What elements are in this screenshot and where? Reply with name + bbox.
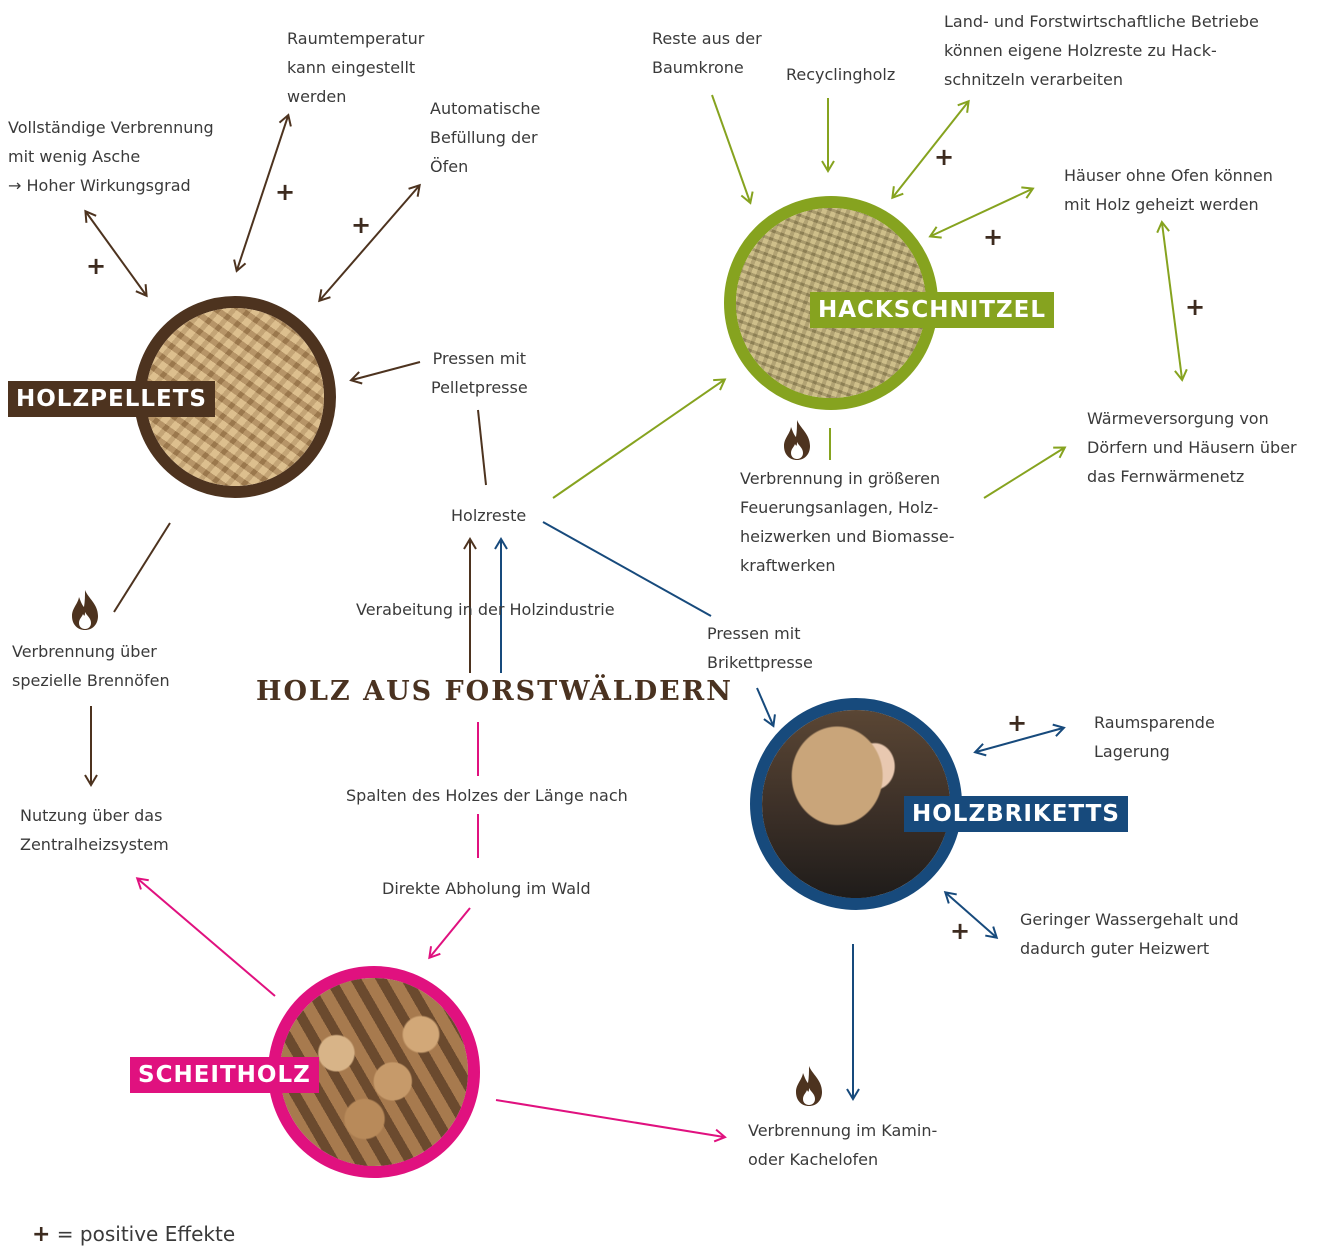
plus-vollstaendig: + [86, 252, 107, 280]
label-verarbeitung: Verabeitung in der Holzindustrie [356, 600, 615, 619]
label-land-forst: Land- und Forstwirtschaftliche Betriebe … [944, 12, 1259, 89]
label-verbrennung-groesser: Verbrennung in größeren Feuerungsanlagen… [740, 469, 955, 575]
plus-raumsparende: + [1007, 709, 1028, 737]
holzbriketts-badge: HOLZBRIKETTS [904, 796, 1128, 832]
label-reste-baumkrone: Reste aus der Baumkrone [652, 29, 762, 77]
label-pressen-brikett: Pressen mit Brikettpresse [707, 624, 813, 672]
scheitholz-badge: SCHEITHOLZ [130, 1057, 319, 1093]
plus-land-forst: + [934, 143, 955, 171]
arrow-reste-baumkrone [711, 94, 754, 205]
label-recyclingholz: Recyclingholz [786, 65, 896, 84]
arrow-haeuser-waerme [1156, 220, 1188, 382]
arrow-direkte-scheit [428, 907, 471, 960]
plus-geringer: + [950, 917, 971, 945]
arrow-scheit-nutzung [135, 877, 276, 997]
label-waermeversorgung: Wärmeversorgung von Dörfern und Häusern … [1087, 409, 1297, 486]
label-automatische: Automatische Befüllung der Öfen [430, 99, 541, 176]
arrow-holzreste-hack [552, 378, 727, 499]
arrow-haeuser-ohne [928, 186, 1035, 239]
line-pellet-flame [113, 522, 171, 613]
flame-icon [796, 1066, 822, 1106]
label-geringer: Geringer Wassergehalt und dadurch guter … [1020, 910, 1239, 958]
label-haeuser-ohne: Häuser ohne Ofen können mit Holz geheizt… [1064, 166, 1273, 214]
label-vollstaendig: Vollständige Verbrennung mit wenig Asche… [8, 118, 214, 195]
holzpellets-badge: HOLZPELLETS [8, 381, 215, 417]
plus-raumtemperatur: + [275, 178, 296, 206]
label-raumtemperatur: Raumtemperatur kann eingestellt werden [287, 29, 425, 106]
line-holzreste-pellet [477, 409, 487, 486]
arrow-scheit-kamin [495, 1099, 727, 1143]
plus-haeuser-ohne: + [983, 223, 1004, 251]
plus-waerme: + [1185, 293, 1206, 321]
label-verbrennung-speziell: Verbrennung über spezielle Brennöfen [12, 642, 170, 690]
label-nutzung: Nutzung über das Zentralheizsystem [20, 806, 169, 854]
hackschnitzel-badge: HACKSCHNITZEL [810, 292, 1054, 328]
arrow-vollstaendig [84, 209, 148, 298]
flame-icon [784, 420, 810, 460]
arrow-geringer [943, 891, 999, 939]
label-raumsparende: Raumsparende Lagerung [1094, 713, 1215, 761]
label-kamin: Verbrennung im Kamin- oder Kachelofen [748, 1121, 938, 1169]
label-pressen-pellet: Pressen mit Pelletpresse [431, 349, 528, 397]
line-holzreste-brikett [542, 521, 712, 617]
arrow-verbrennung-waerme [983, 446, 1067, 499]
label-spalten: Spalten des Holzes der Länge nach [346, 786, 628, 805]
arrow-land-forst [891, 99, 970, 200]
flame-icon [72, 590, 98, 630]
arrow-automatische [318, 183, 421, 303]
label-holzreste: Holzreste [451, 506, 527, 525]
arrow-raumsparende [973, 723, 1066, 757]
plus-automatische: + [351, 211, 372, 239]
main-title: HOLZ AUS FORSTWÄLDERN [256, 676, 733, 707]
arrow-pressen-pellet [349, 361, 421, 385]
legend-text: = positive Effekte [50, 1222, 236, 1246]
arrow-raumtemperatur [233, 113, 292, 273]
label-direkte: Direkte Abholung im Wald [382, 879, 591, 898]
legend: + = positive Effekte [32, 1222, 235, 1247]
legend-plus: + [32, 1222, 51, 1247]
